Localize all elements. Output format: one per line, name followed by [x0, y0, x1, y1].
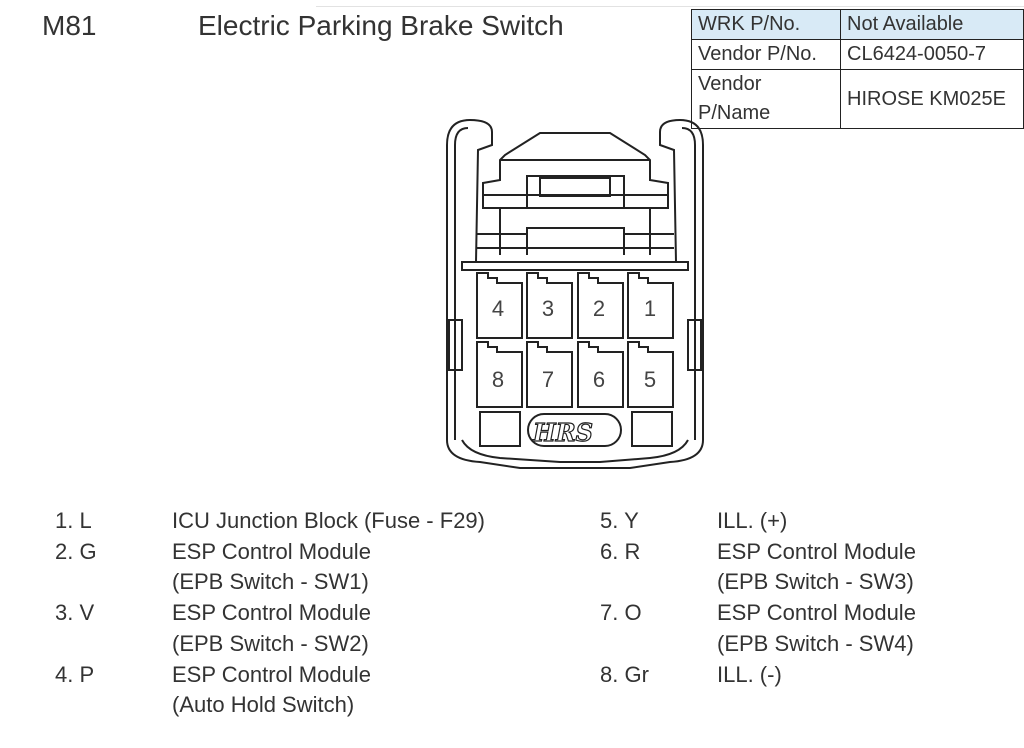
pin-id: 1. L [55, 508, 92, 533]
pin-desc: ICU Junction Block (Fuse - F29) [172, 508, 485, 533]
top-divider [316, 0, 1024, 7]
pin-desc: (EPB Switch - SW3) [717, 569, 914, 594]
page-title: Electric Parking Brake Switch [198, 10, 564, 41]
pin-id: 7. O [600, 600, 642, 625]
pin-desc: ESP Control Module [717, 539, 916, 564]
pin-id: 2. G [55, 539, 97, 564]
pin-desc: ESP Control Module [717, 600, 916, 625]
pin-desc: ILL. (+) [717, 508, 788, 533]
pin-desc: ESP Control Module [172, 539, 371, 564]
table-value: CL6424-0050-7 [840, 39, 1024, 70]
pin-cavities [476, 272, 674, 408]
pin-desc: ESP Control Module [172, 600, 371, 625]
connector-housing [446, 118, 704, 469]
pin-number: 2 [593, 296, 605, 321]
pin-id: 8. Gr [600, 662, 649, 687]
part-info-table: WRK P/No.Not Available Vendor P/No.CL642… [691, 9, 1024, 129]
pin-number: 5 [644, 367, 656, 392]
table-value: Not Available [840, 9, 1024, 40]
table-label: Vendor P/No. [691, 39, 841, 70]
connector-code: M81 [42, 10, 97, 41]
hrs-logo: HRS [532, 418, 593, 447]
pin-desc: (Auto Hold Switch) [172, 692, 355, 717]
pin-desc: (EPB Switch - SW4) [717, 631, 914, 656]
table-row: Vendor P/No.CL6424-0050-7 [691, 39, 1024, 70]
table-row: WRK P/No.Not Available [691, 9, 1024, 40]
pin-number: 1 [644, 296, 656, 321]
table-value: HIROSE KM025E [840, 69, 1024, 129]
pin-desc: (EPB Switch - SW1) [172, 569, 369, 594]
pin-desc: ILL. (-) [717, 662, 782, 687]
pin-number: 6 [593, 367, 605, 392]
table-label: Vendor P/Name [691, 69, 841, 129]
pin-id: 4. P [55, 662, 95, 687]
pin-number: 7 [542, 367, 554, 392]
pin-id: 5. Y [600, 508, 639, 533]
pin-number: 3 [542, 296, 554, 321]
pin-id: 6. R [600, 539, 641, 564]
pin-number: 8 [492, 367, 504, 392]
pin-desc: (EPB Switch - SW2) [172, 631, 369, 656]
pin-desc: ESP Control Module [172, 662, 371, 687]
pin-id: 3. V [55, 600, 95, 625]
pin-number: 4 [492, 296, 504, 321]
